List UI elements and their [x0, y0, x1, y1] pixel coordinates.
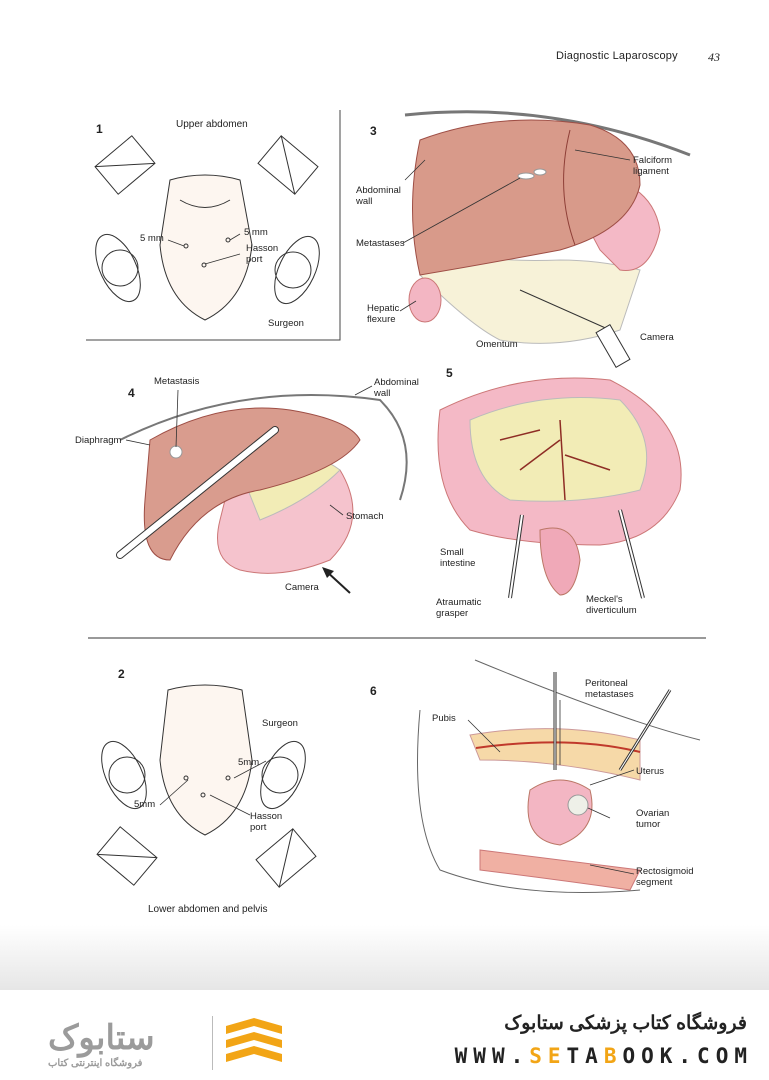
store-banner: [0, 990, 769, 1080]
panel1-frame: [86, 110, 341, 341]
panel4-label-metastasis: Metastasis: [154, 376, 200, 387]
panel1-number: 1: [96, 122, 103, 136]
panel1-caption: Upper abdomen: [176, 119, 248, 130]
panel1-label-hasson: Hasson port: [246, 243, 279, 265]
panel5-label-small-intestine: Small intestine: [440, 547, 476, 569]
panel6-label-ovarian-tumor: Ovarian tumor: [636, 808, 670, 830]
panel6-drawing: [417, 659, 701, 933]
panel5-drawing: [437, 377, 682, 599]
panel6-label-rectosigmoid: Rectosigmoid segment: [636, 866, 694, 888]
panel4-drawing: [116, 394, 408, 594]
store-logo-chevron-icon: [226, 1018, 282, 1062]
panel3-label-hepatic-flexure: Hepatic flexure: [367, 303, 400, 325]
panel2-caption: Lower abdomen and pelvis: [148, 904, 268, 915]
page-number: 43: [708, 50, 720, 64]
panel3-drawing: [404, 110, 691, 369]
store-logo-subtitle: فروشگاه اینترنتی کتاب: [48, 1058, 143, 1069]
panel2-label-surgeon: Surgeon: [262, 718, 298, 729]
panel5-number: 5: [446, 366, 453, 380]
panel3-label-abdominal-wall: Abdominal wall: [356, 185, 401, 207]
panel3-number: 3: [370, 124, 377, 138]
panel5-label-grasper: Atraumatic grasper: [436, 597, 482, 619]
panel6-label-pubis: Pubis: [432, 713, 456, 724]
panel2-label-left-port: 5mm: [134, 799, 156, 810]
store-logo-text: ستابوک: [48, 1019, 155, 1057]
leader-lines: [125, 149, 635, 875]
store-name: فروشگاه کتاب پزشکی ستابوک: [504, 1013, 747, 1034]
website-part: B: [603, 1044, 623, 1068]
panel2-label-hasson: Hasson port: [250, 811, 283, 833]
panel6-number: 6: [370, 684, 377, 698]
website-part: OOK.COM: [622, 1044, 753, 1068]
panel4-label-camera: Camera: [285, 582, 319, 593]
panel4-label-stomach: Stomach: [346, 511, 384, 522]
panel1-drawing: [94, 135, 320, 321]
panel3-label-falciform: Falciform ligament: [633, 155, 673, 177]
panel5-label-meckels: Meckel's diverticulum: [586, 594, 637, 616]
panel1-label-right-port: 5 mm: [244, 227, 268, 238]
panel2-label-right-port: 5mm: [238, 757, 260, 768]
website-part: SE: [529, 1044, 567, 1068]
panel2-drawing: [96, 684, 317, 888]
panel3-label-omentum: Omentum: [476, 339, 518, 350]
panel4-label-abdominal-wall: Abdominal wall: [374, 377, 419, 399]
panel3-label-camera: Camera: [640, 332, 674, 343]
running-header-title: Diagnostic Laparoscopy: [556, 50, 678, 62]
panel6-label-peritoneal: Peritoneal metastases: [585, 678, 634, 700]
banner-divider: [212, 1016, 213, 1070]
panel4-label-diaphragm: Diaphragm: [75, 435, 122, 446]
banner-fade: [0, 925, 769, 995]
website-part: WWW.: [454, 1044, 530, 1068]
panel2-number: 2: [118, 667, 125, 681]
website-part: TA: [566, 1044, 604, 1068]
store-website[interactable]: WWW.SETABOOK.COM: [455, 1044, 753, 1068]
panel1-label-surgeon: Surgeon: [268, 318, 304, 329]
panel3-label-metastases: Metastases: [356, 238, 405, 249]
panel1-label-left-port: 5 mm: [140, 233, 164, 244]
panel6-label-uterus: Uterus: [636, 766, 664, 777]
panel4-number: 4: [128, 386, 135, 400]
